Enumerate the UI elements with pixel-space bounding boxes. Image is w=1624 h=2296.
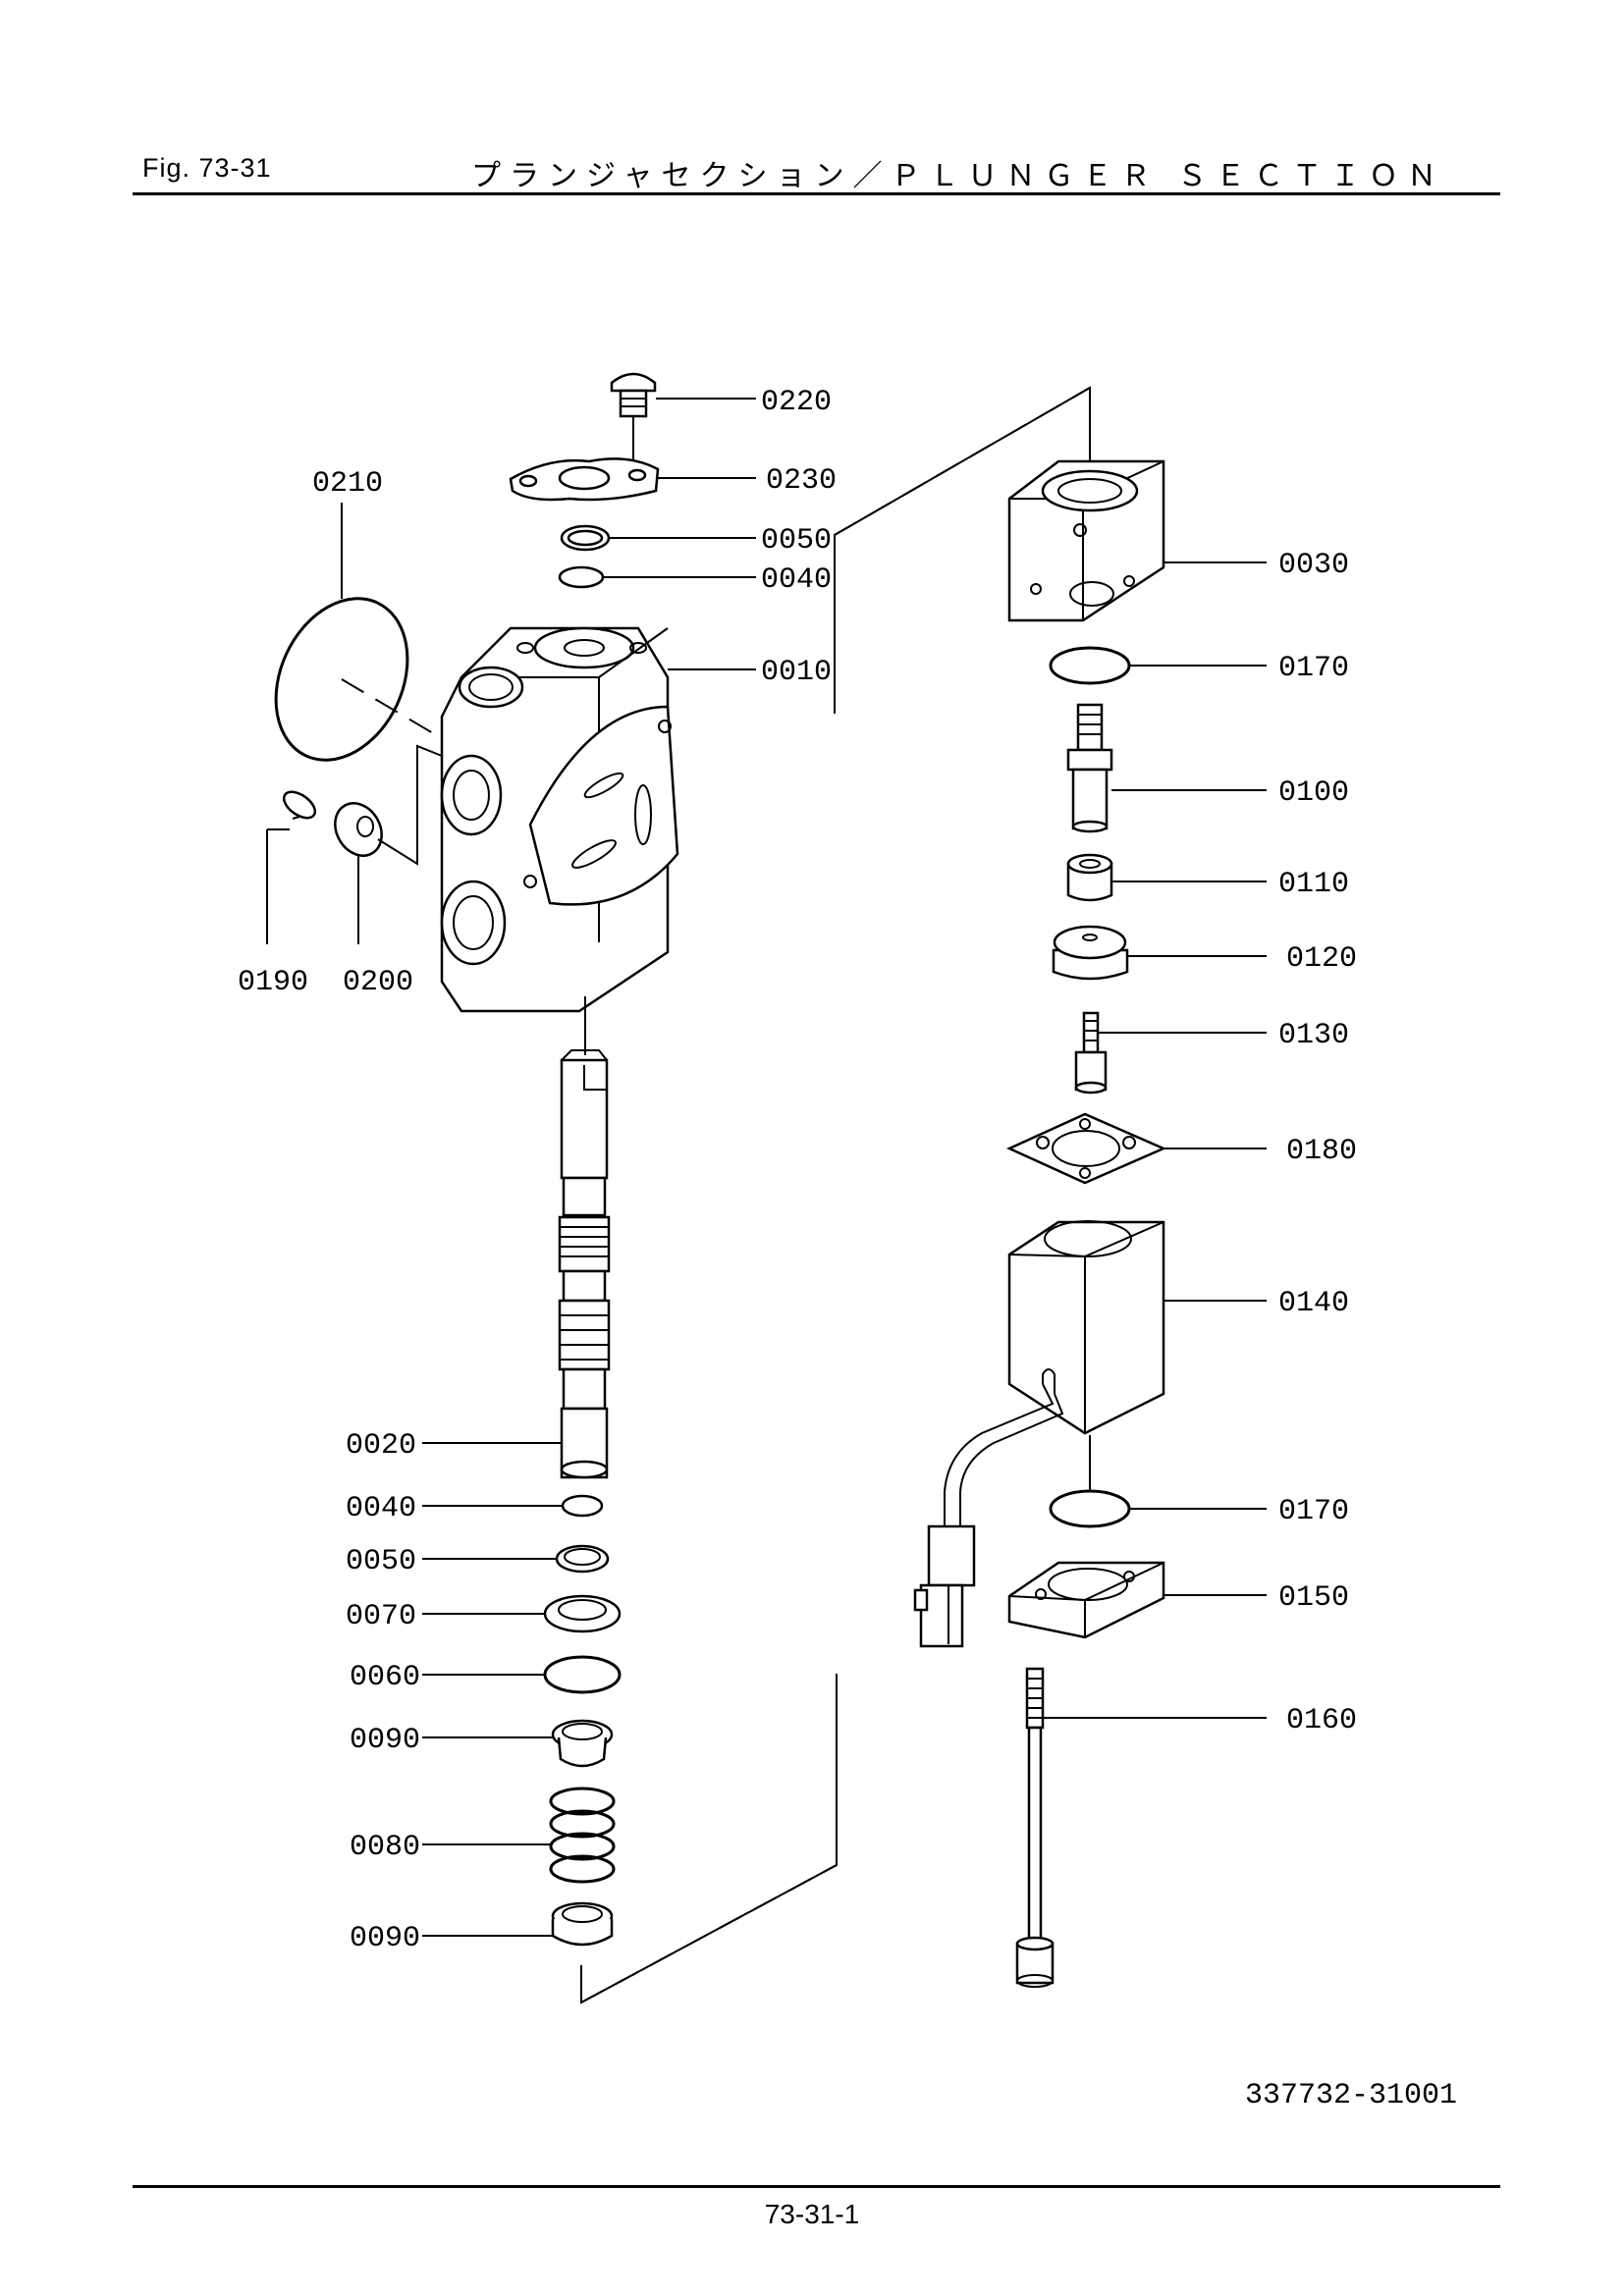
callout-0080: 0080 [350,1831,420,1864]
bolt-0130 [1074,1011,1108,1095]
valve-body-0010 [440,626,679,1013]
callout-0070: 0070 [346,1600,416,1633]
dash-bottom [580,1864,838,2003]
page-title: プランジャセクション／ＰＬＵＮＧＥＲ ＳＥＣＴＩＯＮ [471,159,1446,193]
callout-0060: 0060 [350,1661,420,1694]
callout-0200: 0200 [343,966,413,999]
solenoid-cable [913,1383,1064,1648]
callout-0040-bottom: 0040 [346,1492,416,1525]
block-0030 [1007,459,1165,622]
backup-ring-0050-top [560,524,611,552]
long-bolt-0160 [1015,1667,1055,1988]
header-rule [133,192,1500,195]
callout-0100: 0100 [1278,776,1349,810]
callout-0130: 0130 [1278,1019,1349,1052]
callout-0090-bottom: 0090 [350,1922,420,1955]
o-ring-0170-bottom [1049,1489,1131,1528]
spring-0080 [549,1787,616,1884]
callout-0160: 0160 [1286,1704,1357,1737]
dash-top [834,387,1091,536]
callout-0110: 0110 [1278,868,1349,901]
callout-0170-bottom: 0170 [1278,1495,1349,1528]
backup-ring-0050-bottom [555,1544,610,1574]
gasket-0180 [1005,1112,1167,1185]
callout-0220: 0220 [761,386,832,419]
callout-0230: 0230 [766,464,837,498]
figure-label: Fig. 73-31 [142,153,272,183]
callout-0030: 0030 [1278,549,1349,582]
callout-0210: 0210 [312,467,383,501]
spring-seat-0090-top [551,1719,614,1768]
bracket-top [834,386,1091,714]
o-ring-0170-top [1049,646,1131,685]
screw-0220 [610,372,657,463]
spring-seat-0090-bottom [551,1901,614,1947]
callout-0090-top: 0090 [350,1724,420,1757]
drawing-number: 337732-31001 [1245,2079,1458,2112]
page-number: 73-31-1 [764,2199,860,2229]
o-ring-0060 [543,1655,622,1694]
callout-0050-bottom: 0050 [346,1545,416,1578]
callout-0170-top: 0170 [1278,652,1349,685]
o-ring-0210 [274,597,409,762]
cap-0120 [1052,925,1129,981]
install-path-0200 [377,744,443,866]
plunger-0020 [558,1049,611,1479]
plug-0200 [334,802,383,857]
spring-0190 [282,790,317,820]
callout-0040-top: 0040 [761,563,832,597]
callout-0120: 0120 [1286,942,1357,976]
callout-0020: 0020 [346,1429,416,1463]
shaft-0100 [1066,703,1113,833]
o-ring-0040-bottom [561,1494,604,1518]
callout-0010: 0010 [761,656,832,689]
callout-0190: 0190 [238,966,308,999]
flange-plate-0230 [509,457,660,502]
callout-0050-top: 0050 [761,524,832,558]
solenoid-block-0140 [1007,1220,1165,1435]
callout-0180: 0180 [1286,1135,1357,1168]
o-ring-0040-top [558,565,605,589]
bracket-bottom [580,1674,838,2004]
callout-0150: 0150 [1278,1581,1349,1615]
nut-0110 [1066,853,1113,902]
callout-0140: 0140 [1278,1287,1349,1320]
seal-0070 [543,1594,622,1633]
footer-rule [133,2185,1500,2188]
base-plate-0150 [1007,1561,1165,1639]
